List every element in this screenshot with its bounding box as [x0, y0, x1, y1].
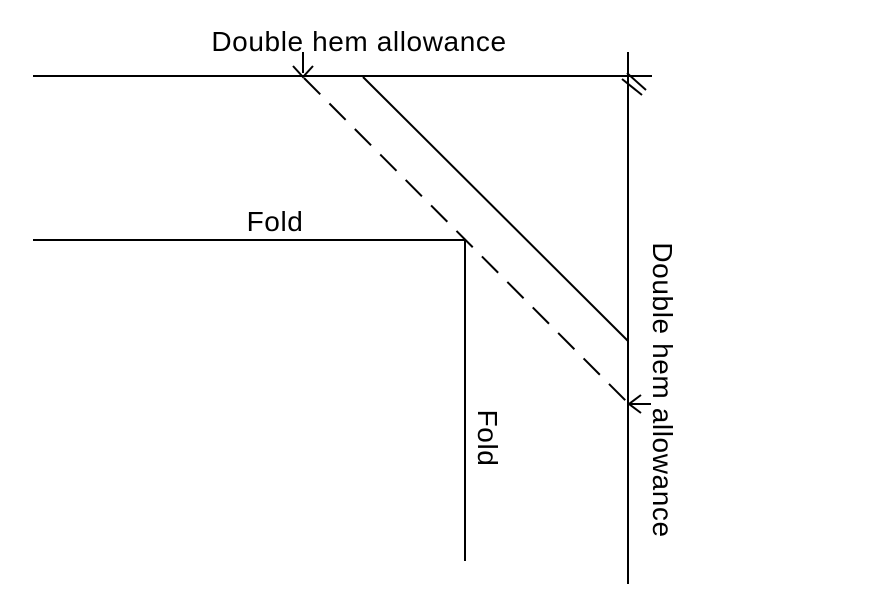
- right-edge-arrowhead: [627, 394, 642, 414]
- top-label-arrowhead: [292, 65, 314, 79]
- top-label-arrow: [292, 52, 314, 79]
- corner-tick-marks: [621, 72, 647, 96]
- corner-tick-2: [621, 78, 643, 96]
- miter-dashed-line: [303, 77, 628, 403]
- corner-tick-1: [626, 72, 647, 91]
- hem-allowance-label-right: Double hem allowance: [647, 242, 678, 538]
- right-edge-arrow: [627, 394, 651, 414]
- hem-allowance-label-top: Double hem allowance: [211, 26, 507, 57]
- fold-label-vertical: Fold: [472, 409, 503, 467]
- fold-label-horizontal: Fold: [246, 206, 304, 237]
- miter-solid-line: [362, 76, 629, 342]
